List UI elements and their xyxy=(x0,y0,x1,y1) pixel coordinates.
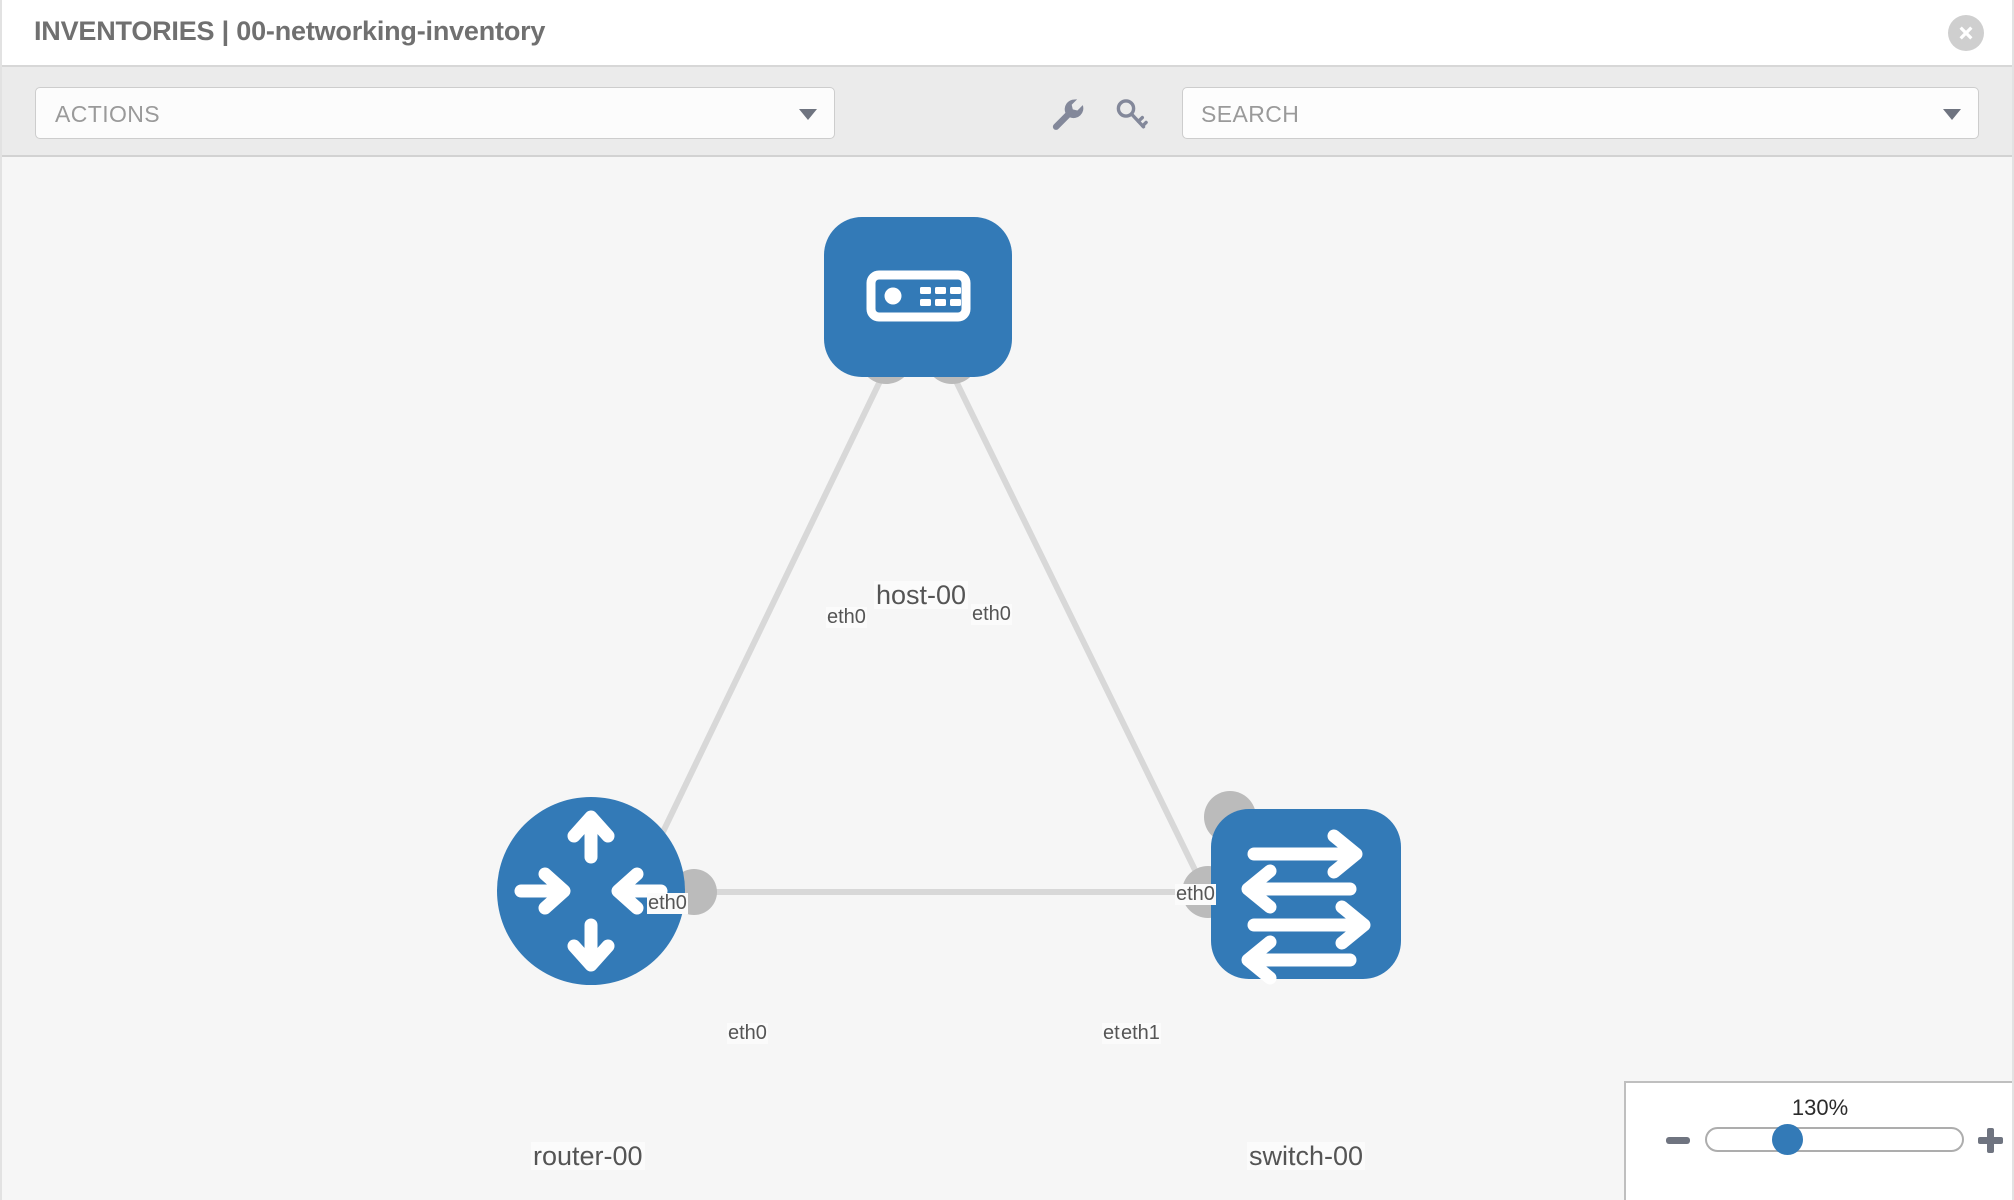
topology-edges xyxy=(619,374,1220,920)
topology-graph xyxy=(497,217,1401,985)
title-bar: INVENTORIES | 00-networking-inventory xyxy=(2,0,2012,67)
topology-canvas[interactable]: host-00 router-00 switch-00 eth0 eth0 et… xyxy=(2,157,2012,1200)
port-label-host00-eth0-right: eth0 xyxy=(971,603,1012,625)
chevron-down-icon[interactable] xyxy=(1943,109,1961,120)
switch-bidirectional-arrows-icon xyxy=(1241,829,1371,985)
edge-host00-router00 xyxy=(619,374,885,920)
server-icon xyxy=(866,270,971,322)
port-label-router00-eth0-right: eth0 xyxy=(727,1022,768,1044)
node-label-host-00: host-00 xyxy=(874,580,969,610)
plus-icon[interactable] xyxy=(1978,1128,2003,1153)
node-router-00 xyxy=(497,797,685,985)
topology-ports xyxy=(671,330,1256,918)
close-icon[interactable] xyxy=(1948,15,1984,51)
node-switch-00 xyxy=(1211,809,1401,985)
zoom-control-panel: 130% xyxy=(1624,1081,2012,1200)
wrench-icon[interactable] xyxy=(1048,95,1086,133)
zoom-slider-track[interactable] xyxy=(1705,1127,1964,1152)
node-host-00 xyxy=(824,217,1012,377)
port-label-switch00-eth0-up: eth0 xyxy=(1175,883,1216,905)
router-converging-arrows-icon xyxy=(514,810,668,972)
port-label-host00-eth0-left: eth0 xyxy=(826,606,867,628)
node-label-switch-00: switch-00 xyxy=(1247,1141,1366,1171)
minus-icon[interactable] xyxy=(1666,1137,1690,1144)
actions-dropdown-label: ACTIONS xyxy=(55,101,161,127)
port-label-router00-eth0-up: eth0 xyxy=(647,892,688,914)
page-title: INVENTORIES | 00-networking-inventory xyxy=(34,16,546,46)
toolbar: ACTIONS SEARCH xyxy=(2,67,2012,157)
node-label-router-00: router-00 xyxy=(531,1141,645,1171)
key-icon[interactable] xyxy=(1112,95,1150,133)
search-placeholder: SEARCH xyxy=(1201,101,1300,127)
zoom-slider-thumb[interactable] xyxy=(1772,1124,1803,1155)
search-input[interactable]: SEARCH xyxy=(1182,87,1979,139)
port-label-switch00-eth1: eth1 xyxy=(1120,1022,1161,1044)
actions-dropdown[interactable]: ACTIONS xyxy=(35,87,835,139)
chevron-down-icon xyxy=(799,109,817,120)
edge-host00-switch00 xyxy=(951,374,1220,918)
zoom-level-value: 130% xyxy=(1791,1095,1849,1120)
